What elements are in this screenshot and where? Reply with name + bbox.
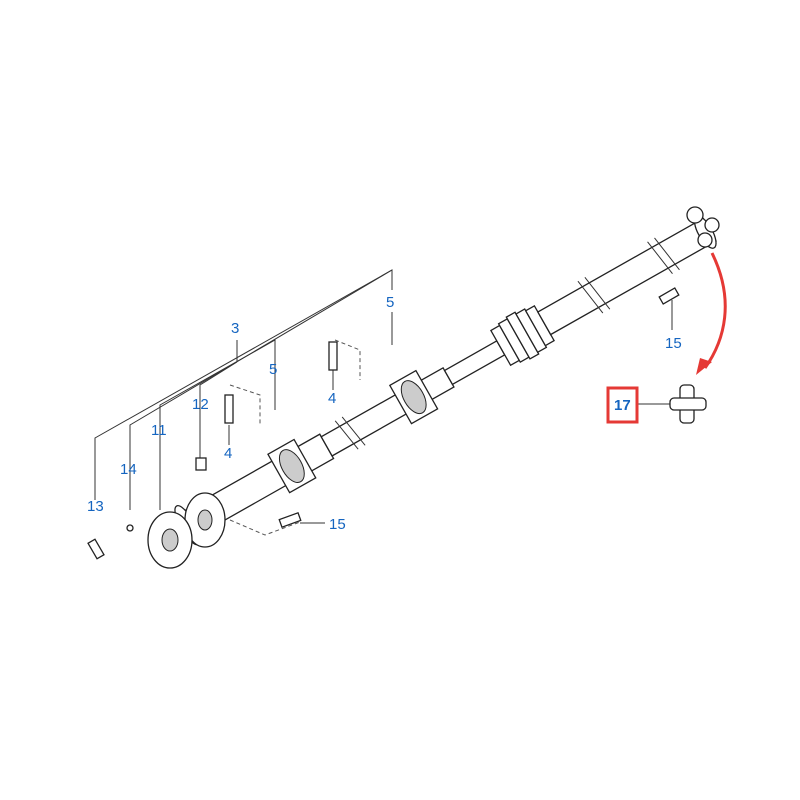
callout-4[interactable]: 4 xyxy=(328,390,336,407)
callout-5[interactable]: 5 xyxy=(386,294,394,311)
universal-joint-17 xyxy=(669,384,707,424)
callout-17[interactable]: 17 xyxy=(614,397,631,414)
center-bearing-1 xyxy=(267,438,317,494)
callout-11[interactable]: 11 xyxy=(151,422,167,439)
flexible-coupling-11 xyxy=(147,511,193,569)
callout-5[interactable]: 5 xyxy=(269,361,277,378)
red-arrow-icon xyxy=(696,252,727,375)
callout-13[interactable]: 13 xyxy=(87,498,104,515)
leader-lines xyxy=(94,269,678,536)
callout-3[interactable]: 3 xyxy=(231,320,239,337)
highlight-box xyxy=(606,386,639,424)
propeller-shaft xyxy=(174,215,717,546)
callout-14[interactable]: 14 xyxy=(120,461,137,478)
callout-4[interactable]: 4 xyxy=(224,445,232,462)
center-bearing-2 xyxy=(388,369,439,425)
callout-12[interactable]: 12 xyxy=(192,396,209,413)
universal-joint-end xyxy=(686,206,720,248)
bolts xyxy=(87,287,680,560)
rubber-boot xyxy=(490,304,555,367)
callout-15[interactable]: 15 xyxy=(665,335,682,352)
callout-15[interactable]: 15 xyxy=(329,516,346,533)
